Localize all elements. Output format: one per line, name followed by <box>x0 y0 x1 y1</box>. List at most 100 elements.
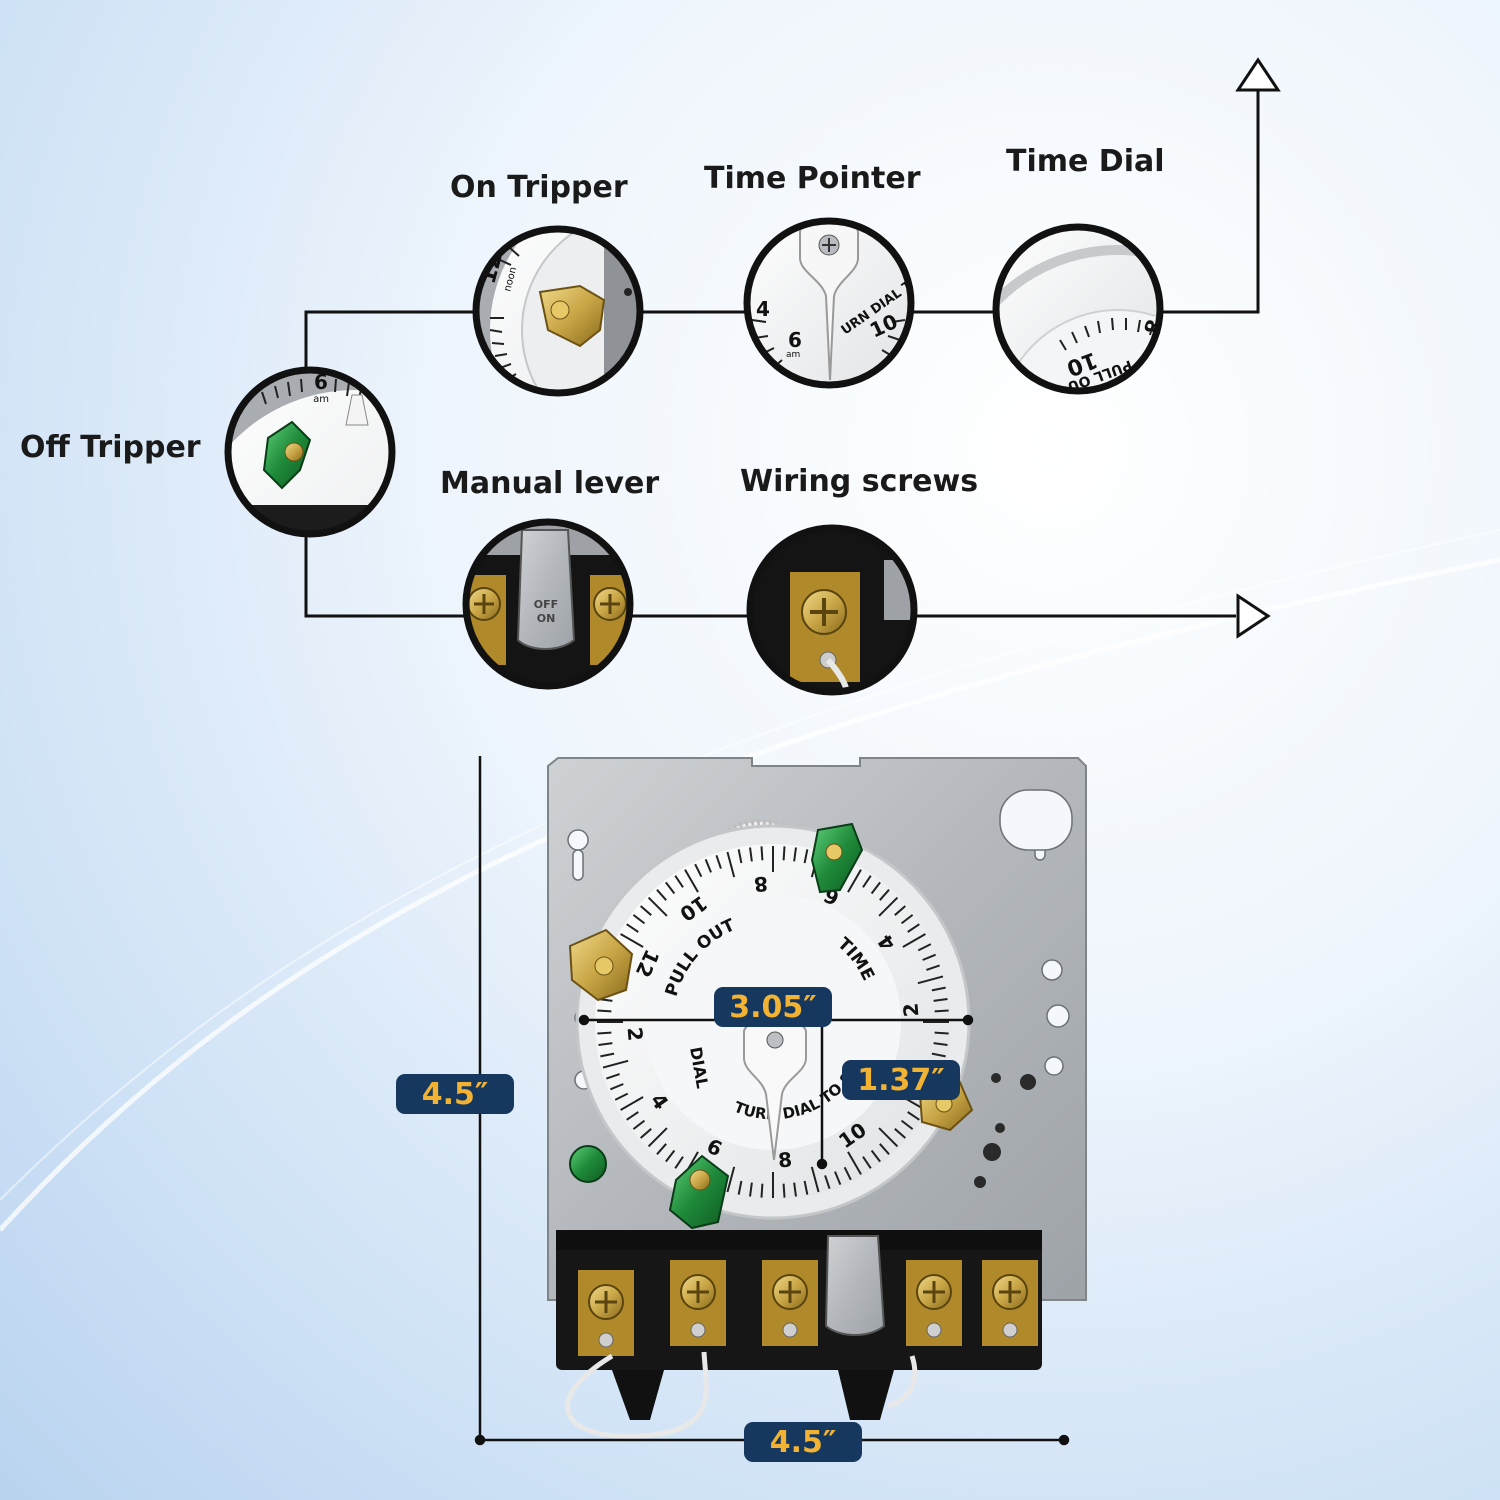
dial-tick <box>760 1183 764 1198</box>
dial-tick <box>656 889 667 901</box>
dial-tick <box>902 933 926 948</box>
dial-tick <box>907 1111 920 1121</box>
dial-tick <box>900 914 914 925</box>
dial-tick <box>803 849 809 864</box>
dial-tick <box>674 875 684 888</box>
dial-tick <box>933 1042 948 1046</box>
svg-text:am: am <box>786 350 800 360</box>
dial-tick <box>834 1171 842 1185</box>
wiring-screws-detail <box>746 524 918 696</box>
dial-tick <box>694 863 703 878</box>
dial-tick <box>674 1156 684 1169</box>
svg-text:4: 4 <box>756 297 770 321</box>
dial-tick <box>647 1127 668 1148</box>
dial-tick <box>847 869 862 893</box>
wiring-screw <box>670 1260 726 1346</box>
dial-tick <box>862 875 872 888</box>
dial-tick <box>810 1166 820 1193</box>
dial-tick <box>870 1149 881 1163</box>
dial-tick <box>843 1166 852 1181</box>
dimension-width-badge: 4.5″ <box>744 1422 862 1462</box>
dial-tick <box>602 1059 629 1069</box>
svg-text:6: 6 <box>788 328 802 352</box>
dial-tick <box>931 1052 946 1058</box>
lever-on-mark: ON <box>537 612 556 625</box>
dial-tick <box>665 881 676 895</box>
dial-tick <box>870 881 881 895</box>
dial-tick <box>760 846 764 861</box>
dial-tick <box>704 859 712 873</box>
dial-tick <box>647 896 668 917</box>
dial-tick <box>737 849 743 864</box>
dial-tick <box>640 905 652 916</box>
dial-tick <box>620 1096 644 1111</box>
dial-tick <box>614 1092 629 1101</box>
dial-tick <box>878 896 899 917</box>
dial-tick <box>934 1031 949 1035</box>
label-time-dial: Time Dial <box>1006 144 1165 179</box>
dial-tick <box>782 846 786 861</box>
dimension-height-badge: 4.5″ <box>396 1074 514 1114</box>
svg-text:am: am <box>313 394 329 405</box>
dial-tick <box>922 953 936 961</box>
svg-text:6: 6 <box>314 370 328 394</box>
manual-lever-detail: OFF ON <box>462 518 634 690</box>
dial-tick <box>803 1180 809 1195</box>
off-tripper-detail: 6 am <box>224 366 396 538</box>
time-dial-detail: 10 8 PULL OU <box>992 223 1164 395</box>
dial-tick <box>632 914 646 925</box>
dial-tick <box>610 1083 624 1091</box>
dial-hour-number: 2 <box>622 1026 647 1042</box>
dial-tick <box>879 889 890 901</box>
dial-tick <box>894 1128 906 1139</box>
dimension-dial-radius-badge: 1.37″ <box>842 1060 960 1100</box>
manual-lever <box>824 1235 886 1336</box>
wiring-screw <box>578 1270 634 1356</box>
dial-tick <box>931 986 946 992</box>
ground-screw <box>569 1145 607 1183</box>
arrow-up-icon <box>1235 57 1281 92</box>
dial-tick <box>749 1182 753 1197</box>
dial-tick <box>894 905 906 916</box>
dial-tick <box>597 1009 612 1013</box>
time-pointer-detail: 4 6 am 10 URN DIAL TO <box>743 217 915 389</box>
label-time-pointer: Time Pointer <box>704 161 921 196</box>
lever-off-mark: OFF <box>534 598 558 611</box>
dial-tick <box>749 847 753 862</box>
dial-tick <box>933 998 948 1002</box>
dial-tick <box>597 1031 612 1035</box>
dial-tick <box>862 1156 872 1169</box>
dial-hour-number: 2 <box>898 1002 923 1018</box>
dial-tick <box>793 1182 797 1197</box>
dial-hour-number: 8 <box>753 871 769 896</box>
dial-tick <box>598 1042 613 1046</box>
on-tripper-detail: 12 noon <box>472 225 644 397</box>
dimension-dial-diameter-badge: 3.05″ <box>714 987 832 1027</box>
dial-tick <box>632 1119 646 1130</box>
dial-tick <box>726 1166 736 1193</box>
dial-tick <box>626 1111 639 1121</box>
wiring-screw <box>982 1260 1038 1346</box>
dial-tick <box>847 1151 862 1175</box>
dial-tick <box>715 855 722 869</box>
dial-tick <box>926 964 940 971</box>
dial-tick <box>726 851 736 878</box>
dial-tick <box>600 1052 615 1058</box>
dial-hour-number: 8 <box>777 1147 793 1172</box>
dial-tick <box>606 1073 620 1080</box>
timer-mechanism: 8642121086421210 PULL OUT TIME TURN DIAL… <box>0 0 1087 1439</box>
dial-tick <box>626 923 639 933</box>
dial-tick <box>656 1143 667 1155</box>
wiring-screw <box>762 1260 818 1346</box>
on-tripper <box>568 928 974 1132</box>
dial-tick <box>620 933 644 948</box>
dial-tick <box>907 923 920 933</box>
dial-tick <box>665 1149 676 1163</box>
dial-tick <box>640 1128 652 1139</box>
dial-tick <box>878 1127 899 1148</box>
dial-tick <box>934 1009 949 1013</box>
dial-tick <box>917 975 944 985</box>
wiring-screw <box>906 1260 962 1346</box>
label-off-tripper: Off Tripper <box>20 430 201 465</box>
